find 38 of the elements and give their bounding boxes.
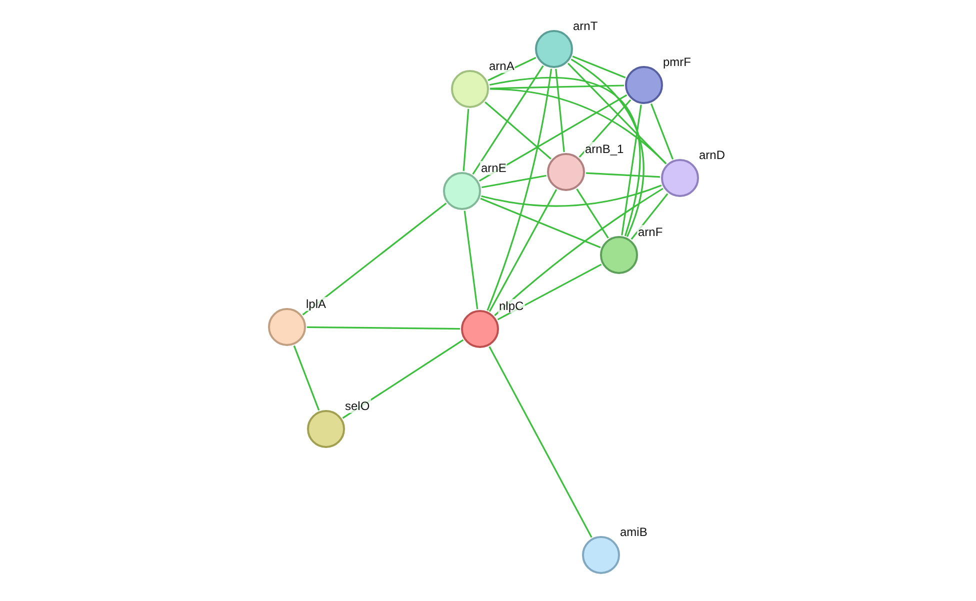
connector-line bbox=[572, 56, 626, 78]
connector-line bbox=[490, 88, 667, 164]
connector-line bbox=[482, 174, 546, 188]
connector-line bbox=[478, 94, 628, 182]
connector-line bbox=[586, 172, 660, 178]
protein-label: amiB bbox=[619, 525, 648, 539]
protein-label: nlpC bbox=[498, 299, 525, 313]
connector-line bbox=[650, 103, 674, 160]
protein-label: lplA bbox=[305, 297, 328, 311]
connector-line bbox=[621, 104, 642, 236]
connector-line bbox=[462, 108, 470, 172]
connector-line bbox=[555, 68, 565, 152]
connector-line bbox=[302, 202, 447, 316]
connector-line bbox=[486, 68, 552, 311]
connector-line bbox=[488, 189, 558, 312]
connector-line bbox=[293, 345, 320, 411]
connector-line bbox=[488, 346, 592, 538]
protein-label: pmrF bbox=[662, 55, 692, 69]
connector-line bbox=[630, 193, 668, 240]
connector-line bbox=[481, 184, 662, 207]
connector-line bbox=[489, 76, 641, 236]
connector-line bbox=[484, 102, 552, 160]
connector-line bbox=[494, 188, 664, 316]
connector-line bbox=[464, 210, 478, 310]
connector-line bbox=[576, 188, 609, 239]
connector-line bbox=[497, 264, 602, 320]
protein-label: arnB_1 bbox=[584, 142, 625, 156]
protein-label: arnD bbox=[698, 148, 726, 162]
connector-line bbox=[472, 65, 544, 175]
protein-label: arnF bbox=[637, 225, 664, 239]
protein-label: selO bbox=[344, 399, 371, 413]
connector-line bbox=[480, 198, 601, 248]
connector-line bbox=[490, 84, 624, 90]
connector-line bbox=[307, 326, 460, 330]
connector-line bbox=[570, 58, 644, 237]
protein-label: arnA bbox=[488, 59, 516, 73]
protein-label: arnE bbox=[480, 161, 508, 175]
protein-label: arnT bbox=[572, 19, 599, 33]
